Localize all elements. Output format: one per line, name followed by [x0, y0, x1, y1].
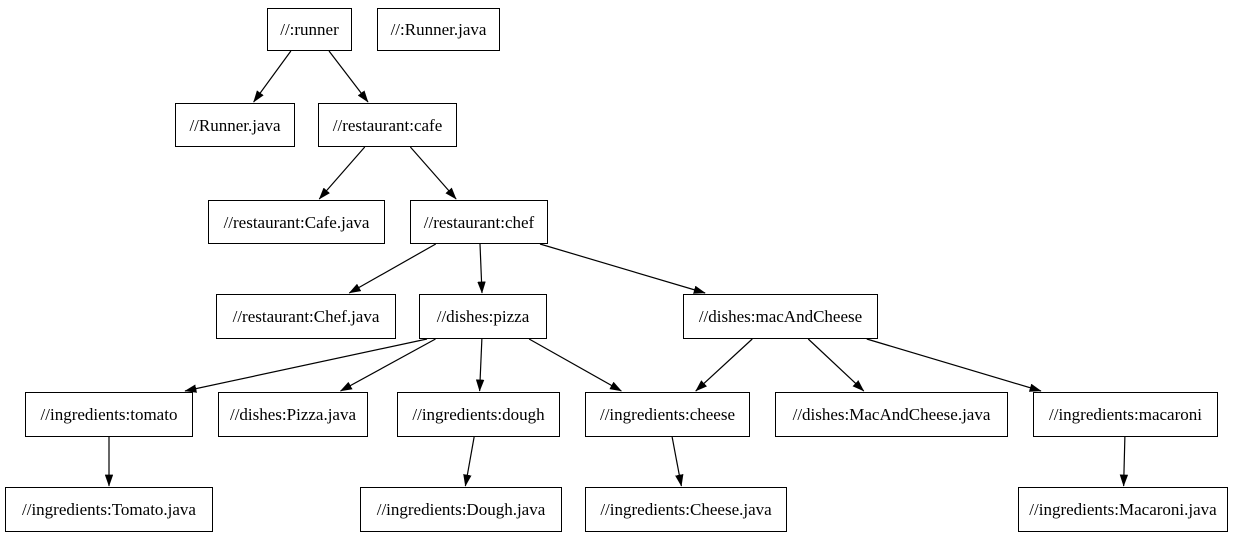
graph-node-runner: //:runner	[267, 8, 352, 51]
graph-edge-pizza-to-tomato	[184, 338, 428, 393]
graph-node-pizza: //dishes:pizza	[419, 294, 547, 339]
graph-node-dough-java: //ingredients:Dough.java	[360, 487, 562, 532]
graph-edge-pizza-to-dough	[475, 338, 485, 392]
graph-node-cafe: //restaurant:cafe	[318, 103, 457, 147]
graph-node-mac-and-cheese: //dishes:macAndCheese	[683, 294, 878, 339]
graph-edge-pizza-to-cheese	[528, 338, 622, 392]
graph-node-tomato-java: //ingredients:Tomato.java	[5, 487, 213, 532]
graph-edge-cafe-to-cafe_java	[318, 146, 366, 200]
graph-edge-macaroni-to-macaroni_java	[1119, 436, 1129, 487]
graph-edge-mac_and_cheese-to-cheese	[695, 338, 753, 392]
graph-edge-mac_and_cheese-to-mac_and_cheese_java	[807, 338, 865, 392]
graph-edge-cheese-to-cheese_java	[671, 436, 684, 487]
graph-node-runner-java-isolated: //:Runner.java	[377, 8, 500, 51]
graph-node-cheese: //ingredients:cheese	[585, 392, 750, 437]
graph-edge-chef-to-mac_and_cheese	[539, 243, 706, 294]
graph-node-macaroni-java: //ingredients:Macaroni.java	[1018, 487, 1228, 532]
graph-node-chef-java: //restaurant:Chef.java	[216, 294, 396, 339]
graph-edge-chef-to-pizza	[477, 243, 486, 294]
graph-node-cheese-java: //ingredients:Cheese.java	[585, 487, 787, 532]
graph-node-chef: //restaurant:chef	[410, 200, 548, 244]
graph-node-pizza-java: //dishes:Pizza.java	[218, 392, 368, 437]
graph-edge-mac_and_cheese-to-macaroni	[866, 338, 1042, 392]
graph-node-tomato: //ingredients:tomato	[25, 392, 193, 437]
graph-node-runner-java: //Runner.java	[175, 103, 295, 147]
graph-node-macaroni: //ingredients:macaroni	[1033, 392, 1218, 437]
graph-node-dough: //ingredients:dough	[397, 392, 560, 437]
graph-edge-runner-to-cafe	[328, 50, 369, 103]
graph-edge-pizza-to-pizza_java	[339, 338, 436, 392]
graph-edge-chef-to-chef_java	[348, 243, 437, 294]
graph-edge-runner-to-runner_java	[253, 50, 292, 103]
graph-node-mac-and-cheese-java: //dishes:MacAndCheese.java	[775, 392, 1008, 437]
graph-node-cafe-java: //restaurant:Cafe.java	[208, 200, 385, 244]
graph-edge-cafe-to-chef	[409, 146, 457, 200]
graph-edge-dough-to-dough_java	[463, 436, 475, 487]
